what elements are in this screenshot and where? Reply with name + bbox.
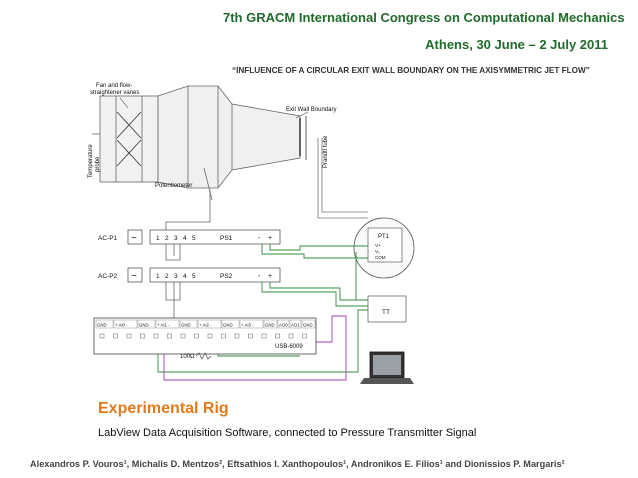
ps2-box [149, 267, 281, 283]
pt1-vplus: V+ [375, 243, 381, 248]
daq-socket [99, 333, 105, 339]
daq-socket [113, 333, 118, 339]
acp2-source [127, 267, 143, 283]
daq-pin-labels: GND + AI0 - GND + AI1 - GND + AI2 - GND + AI3 -… [95, 319, 316, 329]
daq-socket [288, 333, 294, 339]
resistor-icon [195, 352, 212, 360]
daq-pin-label: + AI1 - [157, 323, 170, 328]
daq-pin-cell [113, 319, 138, 329]
daq-socket [275, 333, 280, 339]
terminal-label: 5 [192, 235, 196, 242]
pt1-box [367, 227, 403, 263]
daq-socket [126, 333, 132, 339]
daq-pin-label: GND [223, 323, 233, 328]
conference-title: 7th GRACM International Congress on Comp… [223, 10, 625, 25]
daq-pin-label: + AI2 - [199, 323, 212, 328]
terminal-label: 5 [192, 273, 196, 280]
daq-pin-cell [289, 319, 302, 329]
ps2-plus: + [268, 273, 272, 280]
daq-pin-cell [197, 319, 222, 329]
pt1-label: PT1 [378, 234, 390, 240]
ps1-box [149, 229, 281, 245]
daq-sockets [99, 333, 307, 339]
temperature-probe-label: Temperature [88, 144, 94, 178]
daq-pin-label: AO1 [291, 323, 300, 328]
ps1-label: PS1 [220, 235, 233, 242]
wind-tunnel [92, 85, 307, 201]
daq-pin-cell [221, 319, 240, 329]
daq-pin-cell [137, 319, 156, 329]
conference-location-date: Athens, 30 June – 2 July 2011 [425, 37, 608, 52]
daq-pin-label: GND [139, 323, 149, 328]
daq-socket [261, 333, 267, 339]
daq-socket [140, 333, 145, 339]
exit-wall-label: Exit Wall Boundary [286, 107, 336, 113]
tt-box [367, 295, 407, 323]
daq-pin-cell [179, 319, 198, 329]
fan-label: Fan and flow- [96, 83, 132, 89]
daq-socket [234, 333, 240, 339]
tt-label: TT [382, 309, 390, 316]
daq-pin-cell [95, 319, 114, 329]
acp2-tilde: ~ [131, 271, 137, 282]
daq-pin-label: AO0 [279, 323, 288, 328]
pt1-vo: V₀ [375, 249, 380, 254]
pt1-com: COM [375, 255, 386, 260]
acp2-label: AC-P2 [98, 273, 118, 280]
daq-socket [248, 333, 253, 339]
usb-label: USB-6009 [275, 344, 303, 350]
daq-pin-cell [277, 319, 290, 329]
resistor-label: 100Ω [180, 354, 195, 360]
daq-pin-cell [239, 319, 264, 329]
daq-socket [167, 333, 172, 339]
daq-pin-label: + AI3 - [241, 323, 254, 328]
terminal-label: 3 [174, 235, 178, 242]
terminal-label: 1 [156, 273, 160, 280]
ps1-plus: + [268, 235, 272, 242]
authors: Alexandros P. Vouros¹, Michalis D. Mentz… [30, 459, 565, 469]
terminal-label: 3 [174, 273, 178, 280]
daq-pin-cell [155, 319, 180, 329]
gray-wires [165, 190, 211, 320]
fan-icon [116, 111, 142, 167]
daq-pin-label: GND [97, 323, 107, 328]
daq-socket [180, 333, 186, 339]
acp1-tilde: ~ [131, 233, 137, 244]
prandtl-tubing [317, 138, 368, 219]
daq-socket [207, 333, 213, 339]
daq-socket [194, 333, 199, 339]
temperature-probe-label-2: probe [95, 156, 101, 172]
daq-pin-label: + AI0 - [115, 323, 128, 328]
daq-pin-label: GND [181, 323, 191, 328]
terminal-label: 2 [165, 235, 169, 242]
paper-title: “INFLUENCE OF A CIRCULAR EXIT WALL BOUND… [232, 66, 590, 75]
fan-label-2: straightener vanes [90, 90, 139, 96]
footer-title: Experimental Rig [98, 400, 229, 417]
prandtl-tube-label: Prandtl tube [323, 135, 329, 168]
ps2-minus: - [258, 273, 261, 280]
terminal-label: 4 [183, 235, 187, 242]
terminal-label: 2 [165, 273, 169, 280]
laptop-icon [360, 351, 414, 384]
daq-pin-cell [301, 319, 316, 329]
ps2-label: PS2 [220, 273, 233, 280]
daq-socket [221, 333, 226, 339]
potentiometer-label: Potentiometer [155, 183, 192, 189]
footer-subtitle: LabView Data Acquisition Software, conne… [98, 427, 477, 439]
daq-socket [153, 333, 159, 339]
daq-socket [302, 333, 307, 339]
daq-pin-label: GND [303, 323, 313, 328]
terminal-label: 1 [156, 235, 160, 242]
ps1-minus: - [258, 235, 261, 242]
terminal-label: 4 [183, 273, 187, 280]
daq-pin-cell [263, 319, 278, 329]
daq-pin-label: GND [265, 323, 275, 328]
acp1-source [127, 229, 143, 245]
acp1-label: AC-P1 [98, 235, 118, 242]
